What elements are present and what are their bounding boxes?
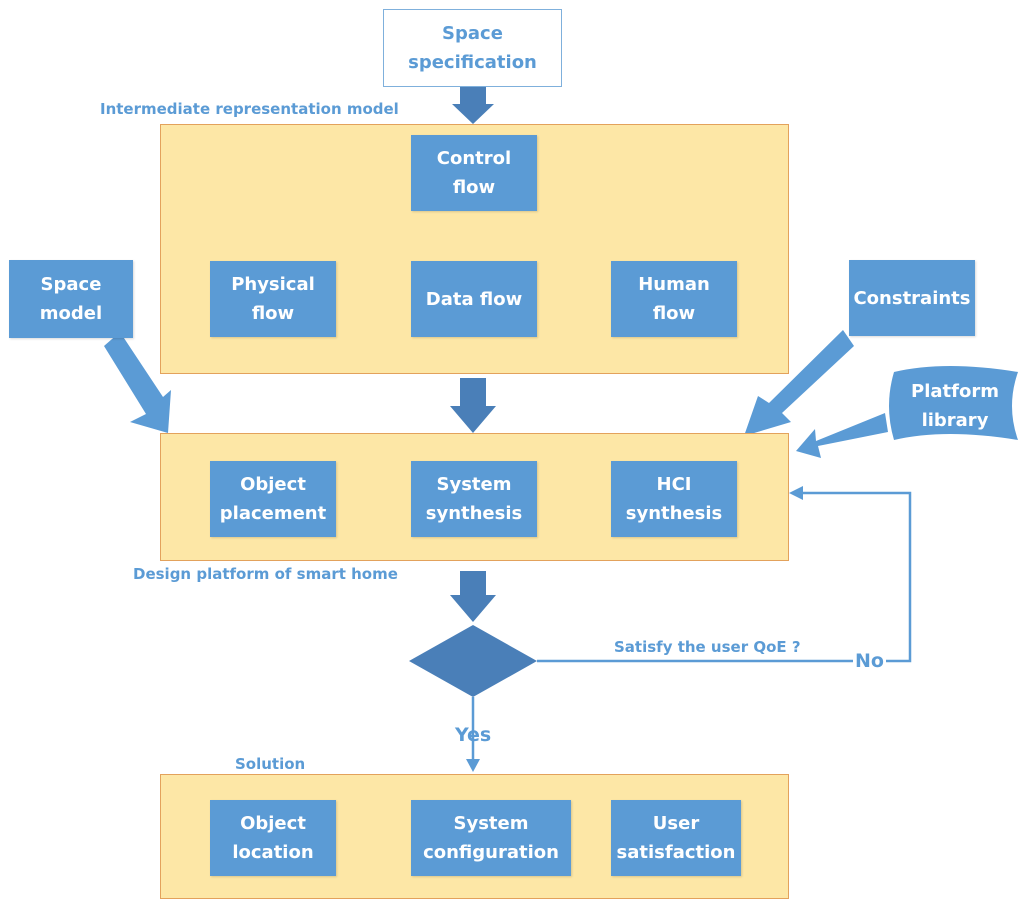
platform-library-label: Platform library xyxy=(911,381,999,431)
qoe-caption: Satisfy the user QoE ? xyxy=(614,638,801,656)
yes-label: Yes xyxy=(455,724,492,746)
object-placement-box: Object placement xyxy=(210,461,336,537)
arrow-spec-to-irm xyxy=(452,86,494,124)
user-satisfaction-box: User satisfaction xyxy=(611,800,741,876)
platform-library-shape xyxy=(889,366,1018,440)
arrow-irm-to-design xyxy=(450,378,496,433)
yes-arrowhead xyxy=(466,759,480,772)
human-flow-box: Human flow xyxy=(611,261,737,337)
data-flow-box: Data flow xyxy=(411,261,537,337)
space-specification-box: Space specification xyxy=(383,9,562,87)
no-feedback-line xyxy=(537,491,912,663)
hci-synthesis-box: HCI synthesis xyxy=(611,461,737,537)
system-configuration-box: System configuration xyxy=(411,800,571,876)
decision-diamond xyxy=(409,625,537,697)
object-location-box: Object location xyxy=(210,800,336,876)
solution-caption: Solution xyxy=(235,755,306,773)
arrow-platform-to-design xyxy=(796,413,888,458)
arrow-design-to-decision xyxy=(450,571,496,622)
irm-caption: Intermediate representation model xyxy=(100,100,399,118)
arrow-space-model-to-design xyxy=(104,332,171,433)
control-flow-box: Control flow xyxy=(411,135,537,211)
no-label: No xyxy=(853,650,886,672)
arrow-constraints-to-design xyxy=(744,330,854,436)
physical-flow-box: Physical flow xyxy=(210,261,336,337)
design-caption: Design platform of smart home xyxy=(133,565,398,583)
constraints-box: Constraints xyxy=(849,260,975,336)
no-feedback-arrowhead xyxy=(789,486,803,500)
space-model-box: Space model xyxy=(9,260,133,338)
system-synthesis-box: System synthesis xyxy=(411,461,537,537)
